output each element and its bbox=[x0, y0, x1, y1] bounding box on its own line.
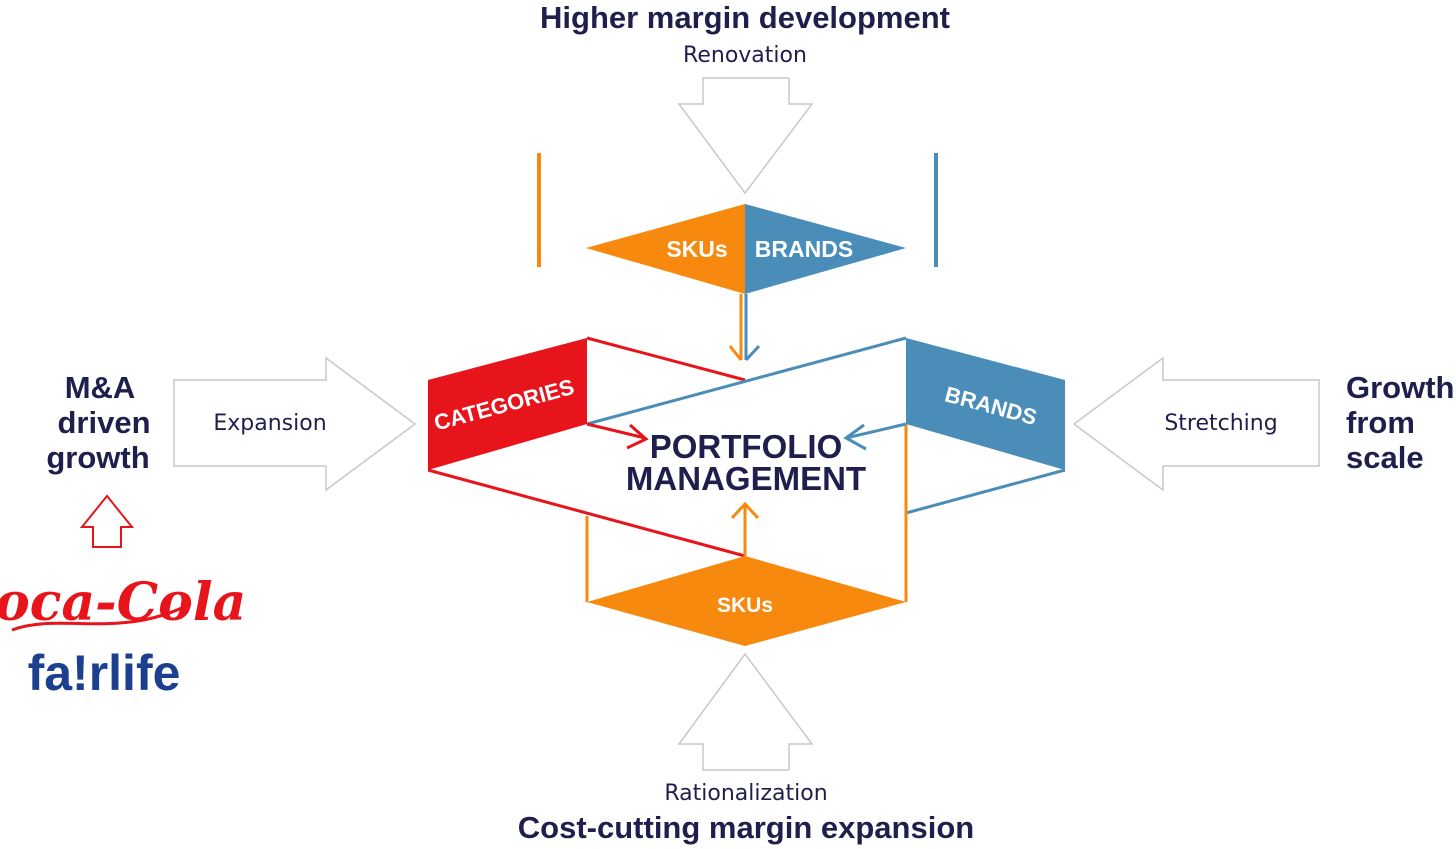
top-brands-shape bbox=[745, 204, 906, 294]
brands-connector bbox=[845, 422, 907, 440]
left-heading-line-3: growth bbox=[46, 440, 149, 475]
right-sublabel: Stretching bbox=[1164, 411, 1277, 436]
top-brands-label: BRANDS bbox=[755, 236, 853, 262]
right-brands-shape bbox=[906, 338, 1065, 470]
top-skus-label: SKUs bbox=[666, 236, 727, 262]
coca-cola-logo: Coca-Cola bbox=[0, 572, 246, 633]
categories-arrowhead bbox=[626, 423, 649, 450]
left-sublabel: Expansion bbox=[213, 411, 326, 436]
right-heading-line-1: Growth bbox=[1346, 370, 1455, 405]
brands-arrowhead bbox=[843, 423, 867, 451]
bottom-arrowhead bbox=[730, 501, 760, 520]
top-arrowhead-right bbox=[744, 344, 761, 362]
top-arrowhead-left bbox=[728, 345, 743, 361]
expansion-arrow bbox=[173, 356, 417, 492]
blue-bottom-line bbox=[905, 468, 1066, 515]
top-skus-shape bbox=[586, 204, 745, 294]
coca-cola-swash bbox=[11, 602, 191, 632]
acquisition-arrow bbox=[79, 494, 135, 548]
red-bottom-line bbox=[427, 468, 746, 558]
bottom-skus-label: SKUs bbox=[717, 594, 773, 617]
rationalization-arrow bbox=[677, 652, 814, 771]
fairlife-logo: fa!rlife bbox=[28, 645, 181, 701]
center-line-2: MANAGEMENT bbox=[626, 460, 866, 497]
top-heading: Higher margin development bbox=[540, 0, 950, 35]
right-heading-line-2: from bbox=[1346, 405, 1415, 440]
stretching-arrow bbox=[1072, 356, 1320, 492]
categories-shape bbox=[428, 338, 587, 470]
bottom-heading: Cost-cutting margin expansion bbox=[518, 810, 974, 845]
categories-connector bbox=[586, 422, 646, 440]
bottom-sublabel: Rationalization bbox=[664, 781, 827, 806]
center-line-1: PORTFOLIO bbox=[650, 428, 843, 465]
right-heading-line-3: scale bbox=[1346, 440, 1424, 475]
blue-top-line bbox=[586, 336, 907, 426]
left-heading-line-1: M&A bbox=[65, 370, 136, 405]
bottom-skus-shape bbox=[587, 556, 906, 646]
top-sublabel: Renovation bbox=[683, 43, 807, 68]
red-top-line bbox=[586, 336, 746, 382]
left-heading-line-2: driven bbox=[57, 405, 150, 440]
renovation-arrow bbox=[677, 77, 814, 195]
